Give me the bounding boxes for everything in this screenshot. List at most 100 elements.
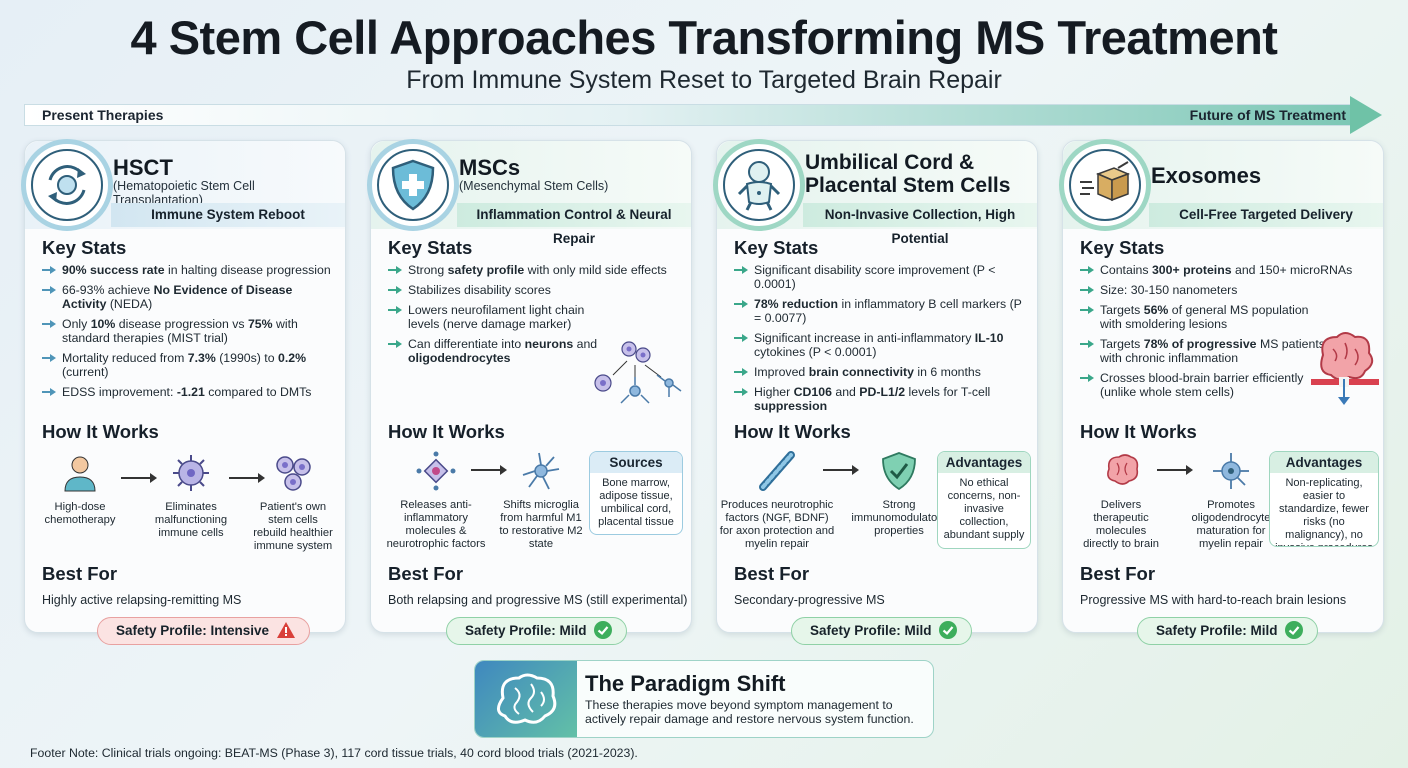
advantages-box: Advantages No ethical concerns, non-inva… — [937, 451, 1031, 549]
stat-item: Improved brain connectivity in 6 months — [734, 365, 1030, 379]
check-icon — [594, 620, 613, 639]
key-stats-heading: Key Stats — [734, 237, 819, 258]
key-stats-heading: Key Stats — [1080, 237, 1165, 258]
best-for-heading: Best For — [734, 563, 810, 584]
patient-icon — [64, 456, 96, 492]
shield-plus-icon — [367, 139, 459, 231]
card-umbilical-cord: Umbilical Cord &Placental Stem Cells Non… — [713, 139, 1038, 633]
paradigm-shift-box: The Paradigm Shift These therapies move … — [474, 660, 934, 738]
baby-icon — [713, 139, 805, 231]
brain-icon — [1107, 454, 1139, 485]
stat-item: EDSS improvement: -1.21 compared to DMTs — [42, 385, 338, 399]
page-subtitle: From Immune System Reset to Targeted Bra… — [406, 66, 1002, 94]
timeline-arrowhead — [1350, 96, 1382, 134]
card-name: Umbilical Cord &Placental Stem Cells — [805, 151, 1011, 197]
flow-step: Patient's own stem cells rebuild healthi… — [251, 453, 335, 553]
stats-list: 90% success rate in halting disease prog… — [42, 263, 338, 405]
flow-arrow — [471, 465, 507, 475]
best-for-heading: Best For — [42, 563, 118, 584]
immune-cell-icon — [173, 455, 209, 491]
footer-note: Footer Note: Clinical trials ongoing: BE… — [30, 746, 638, 760]
stem-cells-icon — [276, 456, 311, 491]
cell-differentiation-icon — [594, 341, 682, 404]
stat-item: Higher CD106 and PD-L1/2 levels for T-ce… — [734, 385, 1030, 413]
card-tagline: Inflammation Control & Neural Repair — [457, 203, 691, 246]
stat-item: Significant increase in anti-inflammator… — [734, 331, 1030, 359]
page-title: 4 Stem Cell Approaches Transforming MS T… — [130, 11, 1278, 64]
stat-item: Targets 78% of progressive MS patients w… — [1080, 337, 1330, 365]
oligodendrocyte-icon — [1213, 453, 1249, 489]
flow-arrow — [121, 473, 157, 483]
advantages-box: Advantages Non-replicating, easier to st… — [1269, 451, 1379, 547]
umbilical-cord-icon — [759, 451, 795, 491]
card-name: HSCT — [113, 155, 173, 180]
stat-item: Stabilizes disability scores — [388, 283, 613, 297]
how-it-works-heading: How It Works — [388, 421, 505, 442]
flow-arrow — [823, 465, 859, 475]
refresh-cycle-icon — [21, 139, 113, 231]
shield-check-icon — [882, 452, 916, 491]
sources-body: Bone marrow, adipose tissue, umbilical c… — [598, 477, 674, 528]
card-full-name: (Mesenchymal Stem Cells) — [459, 179, 609, 193]
brain-icon — [475, 661, 577, 737]
flow-step: Promotes oligodendrocyte maturation for … — [1181, 451, 1281, 551]
safety-badge-exosomes: Safety Profile: Mild — [1137, 617, 1319, 645]
molecule-icon — [416, 451, 456, 491]
how-it-works-flow: Delivers therapeutic molecules directly … — [1073, 449, 1373, 559]
how-it-works-flow: High-dose chemotherapy Eliminates malfun… — [35, 449, 335, 559]
stat-item: Size: 30-150 nanometers — [1080, 283, 1330, 297]
check-icon — [939, 620, 958, 639]
card-name: Exosomes — [1151, 163, 1262, 188]
stats-list: Contains 300+ proteins and 150+ microRNA… — [1080, 263, 1352, 405]
stat-item: Lowers neurofilament light chain levels … — [388, 303, 613, 331]
safety-badge-umbilical: Safety Profile: Mild — [791, 617, 973, 645]
advantages-body: No ethical concerns, non-invasive collec… — [943, 477, 1025, 541]
stat-item: 66-93% achieve No Evidence of Disease Ac… — [42, 283, 338, 311]
flow-arrow — [1157, 465, 1193, 475]
flow-step: Releases anti-inflammatory molecules & n… — [381, 451, 491, 551]
card-tagline: Cell-Free Targeted Delivery — [1149, 203, 1383, 227]
flow-arrow — [229, 473, 265, 483]
card-tagline: Non-Invasive Collection, High Potential — [803, 203, 1037, 246]
timeline-right-label: Future of MS Treatment — [1189, 107, 1346, 123]
stat-item: Contains 300+ proteins and 150+ microRNA… — [1080, 263, 1376, 277]
advantages-body: Non-replicating, easier to standardize, … — [1275, 477, 1373, 546]
stat-item: 90% success rate in halting disease prog… — [42, 263, 338, 277]
how-it-works-flow: Releases anti-inflammatory molecules & n… — [381, 449, 681, 559]
microglia-icon — [522, 452, 560, 490]
card-hsct: HSCT (Hematopoietic Stem Cell Transplant… — [21, 139, 346, 633]
stat-item: Strong safety profile with only mild sid… — [388, 263, 684, 277]
how-it-works-flow: Produces neurotrophic factors (NGF, BDNF… — [720, 449, 1027, 559]
flow-step: Strong immunomodulatory properties — [851, 451, 947, 538]
card-tagline: Immune System Reboot — [111, 203, 345, 227]
key-stats-heading: Key Stats — [42, 237, 127, 258]
safety-badge-hsct: Safety Profile: Intensive — [97, 617, 310, 645]
how-it-works-heading: How It Works — [734, 421, 851, 442]
sources-title: Sources — [590, 452, 682, 473]
timeline-left-label: Present Therapies — [42, 107, 164, 123]
stat-item: Significant disability score improvement… — [734, 263, 1030, 291]
best-for-heading: Best For — [1080, 563, 1156, 584]
stat-item: Mortality reduced from 7.3% (1990s) to 0… — [42, 351, 338, 379]
key-stats-heading: Key Stats — [388, 237, 473, 258]
flow-step: Produces neurotrophic factors (NGF, BDNF… — [719, 451, 835, 551]
brain-barrier-icon — [1311, 332, 1379, 405]
best-for-text: Progressive MS with hard-to-reach brain … — [1080, 593, 1347, 607]
safety-badge-mscs: Safety Profile: Mild — [446, 617, 628, 645]
best-for-text: Secondary-progressive MS — [734, 593, 885, 607]
stat-item: Targets 56% of general MS population wit… — [1080, 303, 1330, 331]
card-name: MSCs — [459, 155, 521, 180]
sources-box: Sources Bone marrow, adipose tissue, umb… — [589, 451, 683, 535]
best-for-text: Highly active relapsing-remitting MS — [42, 593, 242, 607]
stats-list: Strong safety profile with only mild sid… — [388, 263, 667, 371]
best-for-heading: Best For — [388, 563, 464, 584]
best-for-text: Both relapsing and progressive MS (still… — [388, 593, 688, 607]
paradigm-title: The Paradigm Shift — [585, 671, 786, 696]
timeline-arrow: Present Therapies Future of MS Treatment — [24, 96, 1382, 134]
stat-item: Only 10% disease progression vs 75% with… — [42, 317, 338, 345]
stat-item: 78% reduction in inflammatory B cell mar… — [734, 297, 1030, 325]
flow-step: Shifts microglia from harmful M1 to rest… — [499, 451, 583, 551]
timeline-bar — [24, 104, 1354, 126]
stat-item: Can differentiate into neurons and oligo… — [388, 337, 613, 365]
how-it-works-heading: How It Works — [1080, 421, 1197, 442]
